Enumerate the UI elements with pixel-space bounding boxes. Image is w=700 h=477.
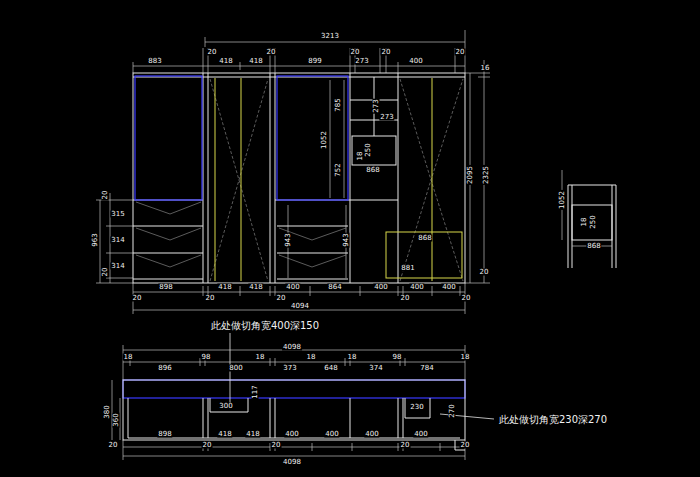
dimension-text: 4098 — [282, 344, 302, 351]
dimension-text: 250 — [365, 142, 372, 157]
dimension-text: 98 — [392, 354, 403, 361]
note-text: 此处做切角宽400深150 — [210, 321, 320, 331]
dimension-text: 373 — [282, 365, 297, 372]
dimension-text: 868 — [586, 243, 601, 250]
dimension-text: 418 — [217, 431, 232, 438]
dimension-text: 400 — [441, 284, 456, 291]
dimension-text: 18 — [347, 354, 358, 361]
dimension-text: 899 — [307, 58, 322, 65]
dimension-text: 20 — [400, 295, 411, 302]
dimension-text: 800 — [228, 365, 243, 372]
dimension-text: 20 — [132, 295, 143, 302]
dimension-text: 2095 — [467, 165, 474, 185]
dimension-text: 18 — [460, 354, 471, 361]
dimension-text: 16 — [480, 65, 491, 72]
dimension-text: 418 — [218, 58, 233, 65]
dimension-text: 18 — [123, 354, 134, 361]
dimension-text: 230 — [409, 404, 424, 411]
dimension-text: 784 — [419, 365, 434, 372]
dimension-text: 273 — [354, 58, 369, 65]
dimension-text: 20 — [276, 295, 287, 302]
dimension-text: 20 — [479, 269, 490, 276]
dimension-text: 20 — [108, 442, 119, 449]
dimension-text: 752 — [335, 162, 342, 177]
dimension-text: 250 — [590, 214, 597, 229]
dimension-text: 400 — [324, 431, 339, 438]
dimension-text: 98 — [201, 354, 212, 361]
dimension-text: 273 — [379, 114, 394, 121]
dimension-text: 374 — [368, 365, 383, 372]
dimension-text: 400 — [285, 284, 300, 291]
dimension-text: 270 — [449, 403, 456, 418]
dimension-text: 1052 — [321, 130, 328, 150]
dimension-text: 2325 — [483, 165, 490, 185]
dimension-text: 868 — [417, 235, 432, 242]
dimension-text: 400 — [373, 284, 388, 291]
dimension-text: 20 — [266, 49, 277, 56]
dimension-text: 20 — [400, 442, 411, 449]
dimension-text: 400 — [409, 284, 424, 291]
dimension-text: 20 — [102, 267, 109, 278]
dimension-text: 314 — [110, 263, 125, 270]
dimension-text: 20 — [207, 49, 218, 56]
dimension-text: 20 — [102, 190, 109, 201]
dimension-text: 314 — [110, 237, 125, 244]
dimension-text: 400 — [284, 431, 299, 438]
dimension-text: 315 — [110, 211, 125, 218]
dimension-text: 20 — [202, 442, 213, 449]
dimension-text: 20 — [461, 295, 472, 302]
dimension-text: 896 — [157, 365, 172, 372]
dimension-text: 785 — [335, 97, 342, 112]
dimension-text: 20 — [350, 49, 361, 56]
dimension-text: 18 — [255, 354, 266, 361]
dimension-text: 4098 — [282, 459, 302, 466]
dimension-text: 360 — [113, 412, 120, 427]
dimension-text: 300 — [218, 403, 233, 410]
dimension-text: 881 — [400, 265, 415, 272]
dimension-text: 400 — [413, 431, 428, 438]
dimension-text: 3213 — [320, 33, 340, 40]
dimension-text: 20 — [381, 49, 392, 56]
dimension-text: 18 — [357, 151, 364, 162]
dimension-text: 20 — [205, 295, 216, 302]
note-text: 此处做切角宽230深270 — [498, 415, 608, 425]
dimension-text: 4094 — [290, 303, 310, 310]
dimension-text: 418 — [217, 284, 232, 291]
dimension-text: 400 — [408, 58, 423, 65]
dimension-text: 20 — [460, 442, 471, 449]
dimension-text: 648 — [323, 365, 338, 372]
dimension-text: 864 — [327, 284, 342, 291]
dimension-text: 418 — [245, 431, 260, 438]
dimension-text: 273 — [373, 98, 380, 113]
dimension-text: 868 — [365, 167, 380, 174]
dimension-text: 418 — [248, 284, 263, 291]
dimension-text: 898 — [158, 284, 173, 291]
dimension-text: 963 — [92, 232, 99, 247]
dimension-text: 1052 — [559, 190, 566, 210]
dimension-text: 943 — [285, 232, 292, 247]
dimension-text: 20 — [271, 442, 282, 449]
dimension-text: 117 — [252, 384, 259, 399]
dimension-text: 883 — [147, 58, 162, 65]
dimension-text: 18 — [306, 354, 317, 361]
dimension-text: 400 — [364, 431, 379, 438]
dimension-text: 20 — [455, 49, 466, 56]
dimension-text: 380 — [104, 404, 111, 419]
dimension-text: 943 — [343, 232, 350, 247]
dimension-text: 418 — [248, 58, 263, 65]
dimension-text: 18 — [581, 217, 588, 228]
dimension-text: 898 — [157, 431, 172, 438]
